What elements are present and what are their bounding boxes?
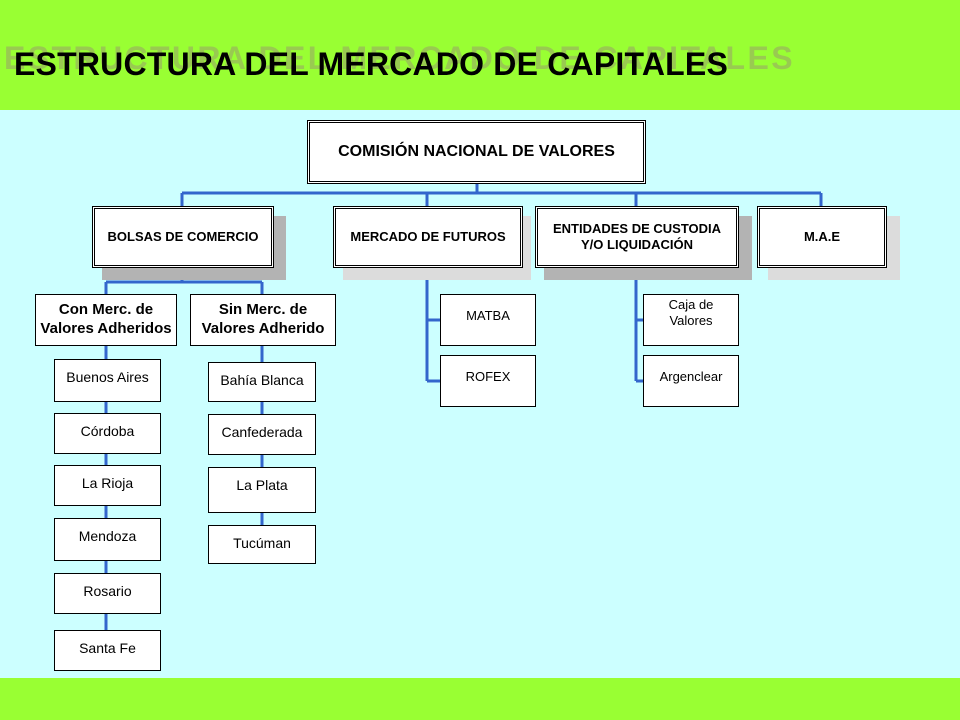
node-sin-merc: Sin Merc. de Valores Adherido — [190, 294, 336, 346]
node-canfederada: Canfederada — [208, 414, 316, 455]
node-bolsas-de-comercio: BOLSAS DE COMERCIO — [92, 206, 274, 268]
node-buenos-aires: Buenos Aires — [54, 359, 161, 402]
node-argenclear: Argenclear — [643, 355, 739, 407]
node-mercado-de-futuros: MERCADO DE FUTUROS — [333, 206, 523, 268]
node-la-plata: La Plata — [208, 467, 316, 513]
bottom-band — [0, 678, 960, 720]
node-con-merc: Con Merc. de Valores Adheridos — [35, 294, 177, 346]
node-mendoza: Mendoza — [54, 518, 161, 561]
root-node: COMISIÓN NACIONAL DE VALORES — [307, 120, 646, 184]
node-rofex: ROFEX — [440, 355, 536, 407]
top-band — [0, 0, 960, 110]
node-mae: M.A.E — [757, 206, 887, 268]
node-matba: MATBA — [440, 294, 536, 346]
node-entidades-de-custodia: ENTIDADES DE CUSTODIA Y/O LIQUIDACIÓN — [535, 206, 739, 268]
node-rosario: Rosario — [54, 573, 161, 614]
node-bahia-blanca: Bahía Blanca — [208, 362, 316, 402]
node-cordoba: Córdoba — [54, 413, 161, 454]
title-shadow: ESTRUCTURA DEL MERCADO DE CAPITALES — [4, 40, 795, 76]
node-tucuman: Tucúman — [208, 525, 316, 564]
node-caja-de-valores: Caja de Valores — [643, 294, 739, 346]
node-la-rioja: La Rioja — [54, 465, 161, 506]
node-santa-fe: Santa Fe — [54, 630, 161, 671]
page-title: ESTRUCTURA DEL MERCADO DE CAPITALES — [14, 46, 728, 82]
